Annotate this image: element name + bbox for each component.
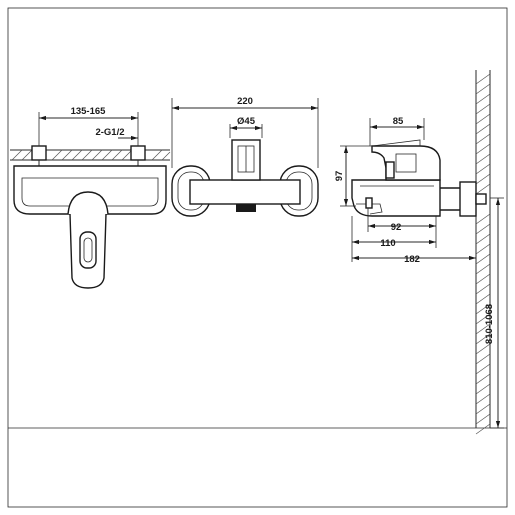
side-spout-a-label: 92 <box>391 222 402 233</box>
wall-hatch-line <box>475 253 491 265</box>
wall-hatch-line <box>475 393 491 405</box>
top-diameter-label: Ø45 <box>237 116 256 127</box>
side-spout-b-label: 110 <box>380 238 395 249</box>
wall-hatch-line <box>475 163 491 175</box>
top-view: 220 Ø45 <box>171 96 319 217</box>
wall-hatch-line <box>475 293 491 305</box>
wall-hatch-line <box>475 403 491 415</box>
side-handle-label: 85 <box>393 116 404 127</box>
wall-hatch-line <box>475 233 491 245</box>
wall-hatch-line <box>475 373 491 385</box>
side-wall <box>475 70 491 435</box>
wall-hatch-line <box>475 343 491 355</box>
wall-hatch-line <box>475 413 491 425</box>
wall-hatch-line <box>475 353 491 365</box>
wall-hatch-line <box>475 383 491 395</box>
side-wall-connector <box>459 181 477 217</box>
top-mixer-body <box>189 179 301 205</box>
wall-hatch-line <box>475 303 491 315</box>
wall-hatch-line <box>475 173 491 185</box>
top-aerator <box>236 204 256 212</box>
wall-hatch-line <box>475 363 491 375</box>
side-mixer-body <box>351 179 441 217</box>
side-height-label: 97 <box>334 171 345 182</box>
wall-hatch-line <box>475 323 491 335</box>
side-view: 85 97 92 110 182 810-1068 <box>334 70 504 435</box>
front-spacing-label: 135-165 <box>71 106 107 117</box>
wall-hatch-line <box>475 123 491 135</box>
wall-hatch-line <box>475 283 491 295</box>
wall-hatch-line <box>475 113 491 125</box>
wall-hatch-line <box>475 73 491 85</box>
wall-hatch-line <box>475 183 491 195</box>
wall-hatch-line <box>475 273 491 285</box>
wall-hatch-line <box>475 313 491 325</box>
wall-hatch-line <box>475 103 491 115</box>
wall-height-label: 810-1068 <box>484 304 495 344</box>
wall-hatch-line <box>475 263 491 275</box>
wall-hatch-line <box>475 133 491 145</box>
wall-hatch-line <box>475 93 491 105</box>
wall-hatch-line <box>475 423 491 435</box>
front-thread-label: 2-G1/2 <box>95 127 124 138</box>
front-view: 135-165 2-G1/2 <box>10 106 171 289</box>
wall-hatch-line <box>475 223 491 235</box>
side-depth-label: 182 <box>404 254 420 265</box>
drawing-frame <box>7 7 508 508</box>
wall-hatch-line <box>475 243 491 255</box>
wall-hatch-line <box>475 143 491 155</box>
wall-hatch-line <box>475 83 491 95</box>
wall-hatch-line <box>475 333 491 345</box>
wall-hatch-line <box>475 153 491 165</box>
wall-hatch-line <box>475 213 491 225</box>
top-width-label: 220 <box>237 96 253 107</box>
side-lever-handle <box>371 145 441 181</box>
